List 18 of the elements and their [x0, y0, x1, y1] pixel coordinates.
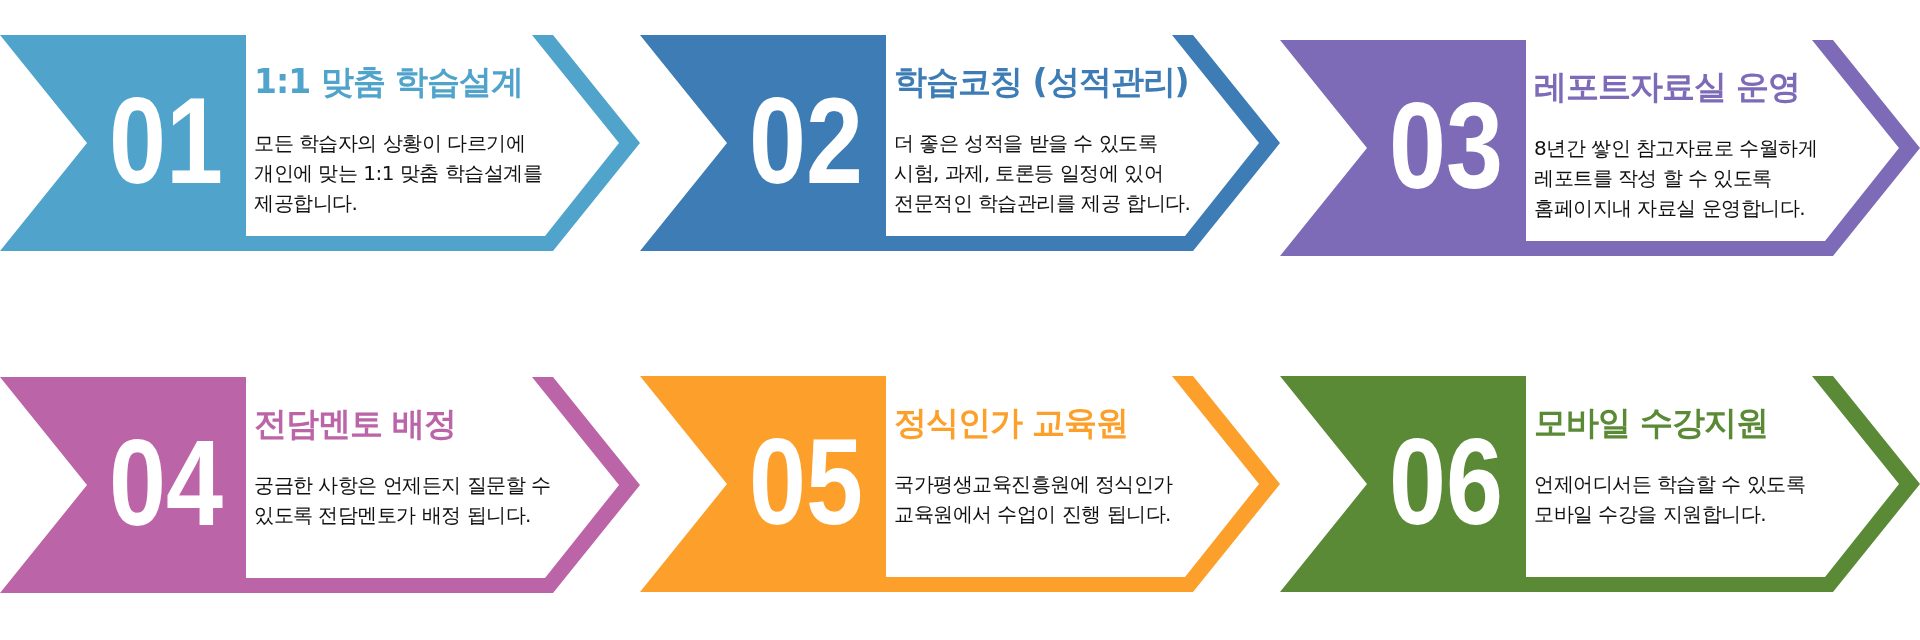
step-number: 01: [109, 80, 223, 202]
step-description: 언제어디서든 학습할 수 있도록 모바일 수강을 지원합니다.: [1534, 471, 1807, 528]
step-title: 전담멘토 배정: [254, 404, 457, 444]
step-description: 궁금한 사항은 언제든지 질문할 수 있도록 전담멘토가 배정 됩니다.: [254, 472, 552, 529]
step-description: 더 좋은 성적을 받을 수 있도록 시험, 과제, 토론등 일정에 있어 전문적인 학습관리를 제공 합니다.: [894, 130, 1192, 217]
step-number: 02: [749, 80, 863, 202]
step-number: 03: [1389, 85, 1503, 207]
step-title: 1:1 맞춤 학습설계: [254, 62, 524, 102]
step-description: 모든 학습자의 상황이 다르기에 개인에 맞는 1:1 맞춤 학습설계를 제공합니다.: [254, 130, 544, 217]
step-number: 06: [1389, 421, 1503, 543]
step-title: 모바일 수강지원: [1534, 403, 1769, 443]
step-title: 학습코칭 (성적관리): [894, 62, 1189, 102]
step-title: 레포트자료실 운영: [1534, 67, 1801, 107]
step-title: 정식인가 교육원: [894, 403, 1129, 443]
step-description: 국가평생교육진흥원에 정식인가 교육원에서 수업이 진행 됩니다.: [894, 471, 1174, 528]
step-number: 05: [749, 421, 863, 543]
step-description: 8년간 쌓인 참고자료로 수월하게 레포트를 작성 할 수 있도록 홈페이지내 자료실 운영합니다.: [1534, 135, 1819, 222]
step-number: 04: [109, 422, 223, 544]
